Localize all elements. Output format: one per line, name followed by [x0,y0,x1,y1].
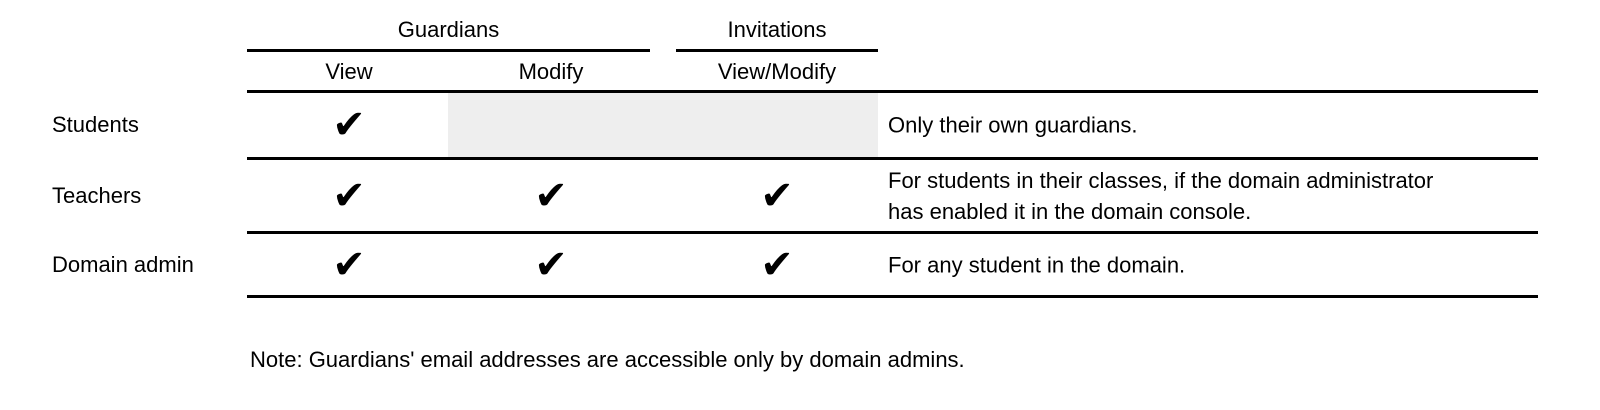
note-line: has enabled it in the domain console. [888,198,1252,224]
row-separator [247,157,1538,160]
check-icon: ✔ [534,241,568,288]
row-separator [247,231,1538,234]
column-header-modify: Modify [518,59,584,84]
check-icon: ✔ [534,172,568,219]
footnote: Note: Guardians' email addresses are acc… [250,347,965,372]
row-separator [247,295,1538,298]
check-icon: ✔ [332,172,366,219]
guardians-group-underline [247,49,650,52]
row-label-students: Students [52,112,139,137]
column-header-view-modify: View/Modify [717,59,837,84]
header-underline [247,90,1538,93]
invitations-group-underline [676,49,878,52]
row-note-domain-admin: For any student in the domain. [888,249,1185,280]
row-label-domain-admin: Domain admin [52,251,194,277]
check-icon: ✔ [760,172,794,219]
disabled-cells-block [448,93,878,157]
column-group-invitations: Invitations [727,17,827,42]
row-note-teachers: For students in their classes, if the do… [888,165,1433,227]
note-line: For any student in the domain. [888,252,1186,277]
table-row-teachers: Teachers ✔ ✔ ✔ For students in their cla… [0,160,1600,231]
check-icon: ✔ [332,102,366,148]
check-icon: ✔ [760,241,794,288]
note-line: Only their own guardians. [888,112,1138,138]
note-line: For students in their classes, if the do… [888,167,1434,193]
row-label-teachers: Teachers [52,182,142,208]
check-icon: ✔ [332,241,366,288]
table-row-students: Students ✔ Only their own guardians. [0,93,1600,157]
table-row-domain-admin: Domain admin ✔ ✔ ✔ For any student in th… [0,234,1600,295]
column-header-view: View [325,59,373,84]
row-note-students: Only their own guardians. [888,110,1137,141]
column-group-guardians: Guardians [397,17,500,42]
